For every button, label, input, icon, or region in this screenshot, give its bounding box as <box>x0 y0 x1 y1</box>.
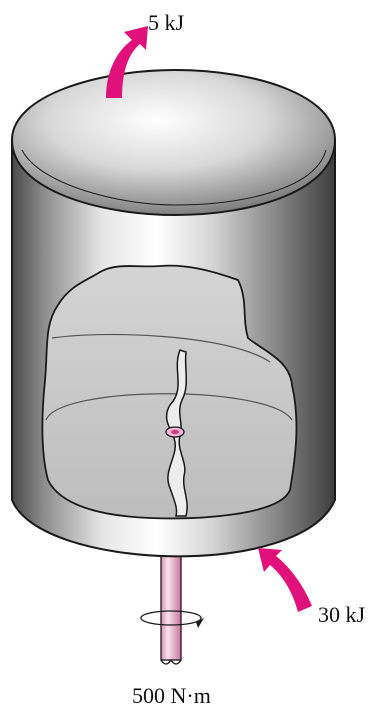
tank-lid <box>12 70 335 215</box>
stirrer-shaft <box>161 540 181 664</box>
shaft-work-label: 500 N·m <box>132 683 211 709</box>
heat-in-arrow-icon <box>258 548 312 612</box>
heat-in-label: 30 kJ <box>318 602 365 628</box>
heat-out-label: 5 kJ <box>148 10 184 36</box>
